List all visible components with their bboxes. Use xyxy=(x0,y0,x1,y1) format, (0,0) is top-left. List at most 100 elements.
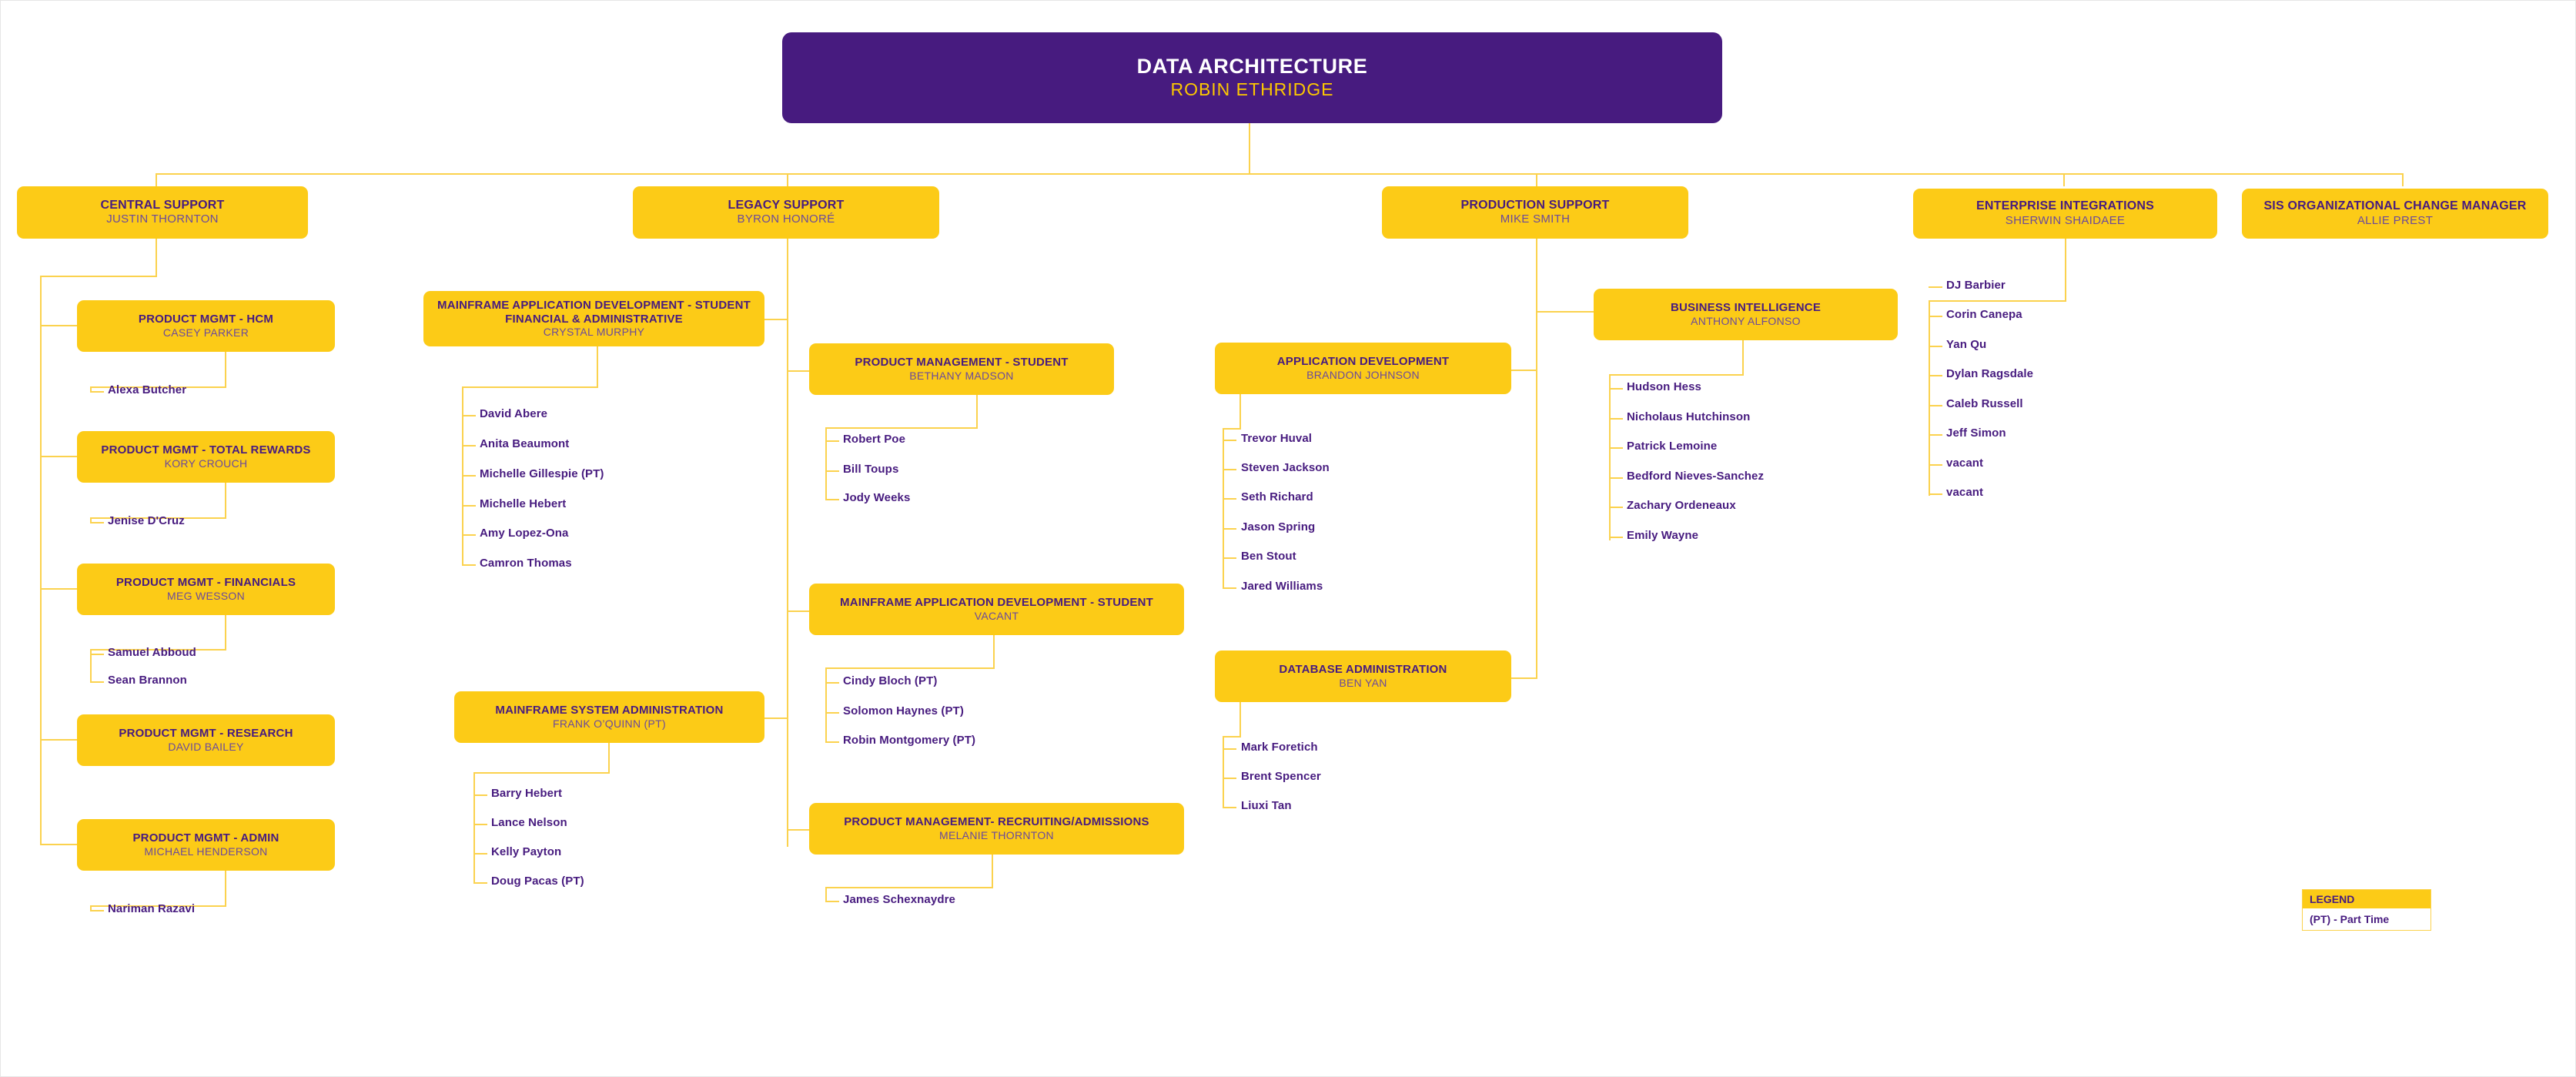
node-title: CENTRAL SUPPORT xyxy=(100,198,225,212)
node-business-intelligence[interactable]: BUSINESS INTELLIGENCE ANTHONY ALFONSO xyxy=(1594,289,1898,340)
node-product-mgmt-research[interactable]: PRODUCT MGMT - RESEARCH DAVID BAILEY xyxy=(77,714,335,766)
connector-ei-leaf-4 xyxy=(1929,405,1942,406)
node-mainframe-app-dev-student-financial-admin[interactable]: MAINFRAME APPLICATION DEVELOPMENT - STUD… xyxy=(423,291,764,346)
node-title: APPLICATION DEVELOPMENT xyxy=(1276,355,1450,369)
staff-item: Nicholaus Hutchinson xyxy=(1627,410,1751,423)
staff-item: Bedford Nieves-Sanchez xyxy=(1627,470,1765,483)
connector-hcm-elbow xyxy=(90,386,226,388)
node-application-development[interactable]: APPLICATION DEVELOPMENT BRANDON JOHNSON xyxy=(1215,343,1511,394)
node-mainframe-system-administration[interactable]: MAINFRAME SYSTEM ADMINISTRATION FRANK O’… xyxy=(454,691,764,743)
node-product-mgmt-admin[interactable]: PRODUCT MGMT - ADMIN MICHAEL HENDERSON xyxy=(77,819,335,871)
connector-tr-stem xyxy=(225,483,226,517)
connector-mfsys-leaf-3 xyxy=(473,882,487,884)
node-title: DATA ARCHITECTURE xyxy=(1136,55,1368,79)
node-title: MAINFRAME SYSTEM ADMINISTRATION xyxy=(495,704,724,717)
legend-heading: LEGEND xyxy=(2303,890,2430,908)
node-person: CASEY PARKER xyxy=(162,326,249,339)
connector-hcm-stem xyxy=(225,352,226,386)
connector-mfstu-spine xyxy=(825,667,827,741)
staff-item: Robin Montgomery (PT) xyxy=(843,734,976,747)
connector-central-to-total-rewards xyxy=(40,456,77,457)
connector-appdev-leaf-1 xyxy=(1223,469,1236,470)
node-person: ANTHONY ALFONSO xyxy=(1691,314,1801,327)
legend: LEGEND (PT) - Part Time xyxy=(2302,889,2431,931)
connector-legacy-to-pmstudent xyxy=(787,370,810,372)
connector-mfsfa-leaf-0 xyxy=(462,415,476,416)
connector-drop-legacy xyxy=(787,173,788,186)
connector-central-to-financials xyxy=(40,588,77,590)
connector-production-to-dbadmin xyxy=(1511,677,1537,679)
connector-production-to-appdev xyxy=(1511,370,1537,371)
connector-legacy-to-mfstudent xyxy=(787,610,810,612)
staff-item: Dylan Ragsdale xyxy=(1946,367,2034,380)
node-product-management-student[interactable]: PRODUCT MANAGEMENT - STUDENT BETHANY MAD… xyxy=(809,343,1114,395)
staff-item: DJ Barbier xyxy=(1946,279,2006,292)
connector-central-elbow xyxy=(40,276,157,277)
connector-db-elbow xyxy=(1223,736,1241,738)
connector-ei-leaf-2 xyxy=(1929,346,1942,347)
connector-bi-stem xyxy=(1742,340,1744,374)
connector-production-to-bi xyxy=(1536,311,1594,313)
node-sis-organizational-change-manager[interactable]: SIS ORGANIZATIONAL CHANGE MANAGER ALLIE … xyxy=(2242,189,2548,239)
connector-tr-spine xyxy=(90,517,92,522)
node-mainframe-app-dev-student[interactable]: MAINFRAME APPLICATION DEVELOPMENT - STUD… xyxy=(809,584,1184,635)
connector-adm-leaf-0 xyxy=(90,910,104,911)
legend-entry: (PT) - Part Time xyxy=(2303,908,2430,930)
connector-ei-spine xyxy=(1929,300,1930,496)
node-product-mgmt-hcm[interactable]: PRODUCT MGMT - HCM CASEY PARKER xyxy=(77,300,335,352)
node-database-administration[interactable]: DATABASE ADMINISTRATION BEN YAN xyxy=(1215,651,1511,702)
staff-item: vacant xyxy=(1946,486,1984,499)
connector-legacy-to-recruiting xyxy=(787,829,810,831)
staff-item: Mark Foretich xyxy=(1241,741,1318,754)
connector-appdev-leaf-5 xyxy=(1223,587,1236,589)
connector-hcm-spine xyxy=(90,386,92,391)
node-person: KORY CROUCH xyxy=(164,457,248,470)
node-central-support[interactable]: CENTRAL SUPPORT JUSTIN THORNTON xyxy=(17,186,308,239)
connector-mfsfa-elbow xyxy=(462,386,598,388)
staff-item: Bill Toups xyxy=(843,463,899,476)
connector-bi-leaf-4 xyxy=(1609,507,1623,508)
connector-central-to-research xyxy=(40,739,77,741)
node-person: BYRON HONORÉ xyxy=(737,212,835,226)
node-title: DATABASE ADMINISTRATION xyxy=(1279,663,1447,677)
connector-db-stem xyxy=(1239,702,1241,736)
node-person: BRANDON JOHNSON xyxy=(1306,368,1420,381)
connector-ei-leaf-0 xyxy=(1929,286,1942,288)
node-person: MELANIE THORNTON xyxy=(939,828,1054,841)
connector-ei-elbow xyxy=(1929,300,2066,302)
node-title: BUSINESS INTELLIGENCE xyxy=(1670,301,1822,315)
node-person: ROBIN ETHRIDGE xyxy=(1170,79,1334,100)
connector-bi-leaf-5 xyxy=(1609,537,1623,538)
connector-appdev-elbow xyxy=(1223,428,1241,430)
connector-ei-leaf-5 xyxy=(1929,434,1942,436)
node-person: SHERWIN SHAIDAEE xyxy=(2005,213,2126,227)
node-product-mgmt-total-rewards[interactable]: PRODUCT MGMT - TOTAL REWARDS KORY CROUCH xyxy=(77,431,335,483)
connector-legacy-to-mfsys xyxy=(764,717,788,719)
staff-item: Jenise D'Cruz xyxy=(108,514,185,527)
node-enterprise-integrations[interactable]: ENTERPRISE INTEGRATIONS SHERWIN SHAIDAEE xyxy=(1913,189,2217,239)
connector-adm-spine xyxy=(90,905,92,910)
node-production-support[interactable]: PRODUCTION SUPPORT MIKE SMITH xyxy=(1382,186,1688,239)
staff-item: Lance Nelson xyxy=(491,816,567,829)
connector-adm-stem xyxy=(225,871,226,905)
node-data-architecture[interactable]: DATA ARCHITECTURE ROBIN ETHRIDGE xyxy=(782,32,1722,123)
node-title: PRODUCT MANAGEMENT - STUDENT xyxy=(855,356,1069,370)
connector-bi-leaf-0 xyxy=(1609,388,1623,390)
connector-fin-leaf-0 xyxy=(90,654,104,655)
node-title: PRODUCT MANAGEMENT- RECRUITING/ADMISSION… xyxy=(844,815,1149,829)
connector-bi-leaf-1 xyxy=(1609,418,1623,420)
staff-item: Yan Qu xyxy=(1946,338,1987,351)
connector-mfstu-leaf-1 xyxy=(825,712,839,714)
node-product-management-recruiting-admissions[interactable]: PRODUCT MANAGEMENT- RECRUITING/ADMISSION… xyxy=(809,803,1184,855)
staff-item: Michelle Gillespie (PT) xyxy=(480,467,604,480)
connector-mfsfa-leaf-5 xyxy=(462,564,476,566)
staff-item: Zachary Ordeneaux xyxy=(1627,499,1736,512)
staff-item: Anita Beaumont xyxy=(480,437,570,450)
node-legacy-support[interactable]: LEGACY SUPPORT BYRON HONORÉ xyxy=(633,186,939,239)
node-product-mgmt-financials[interactable]: PRODUCT MGMT - FINANCIALS MEG WESSON xyxy=(77,564,335,615)
connector-bi-spine xyxy=(1609,374,1611,540)
connector-mfsfa-leaf-1 xyxy=(462,445,476,447)
connector-rec-stem xyxy=(992,855,993,887)
staff-item: Kelly Payton xyxy=(491,845,562,858)
